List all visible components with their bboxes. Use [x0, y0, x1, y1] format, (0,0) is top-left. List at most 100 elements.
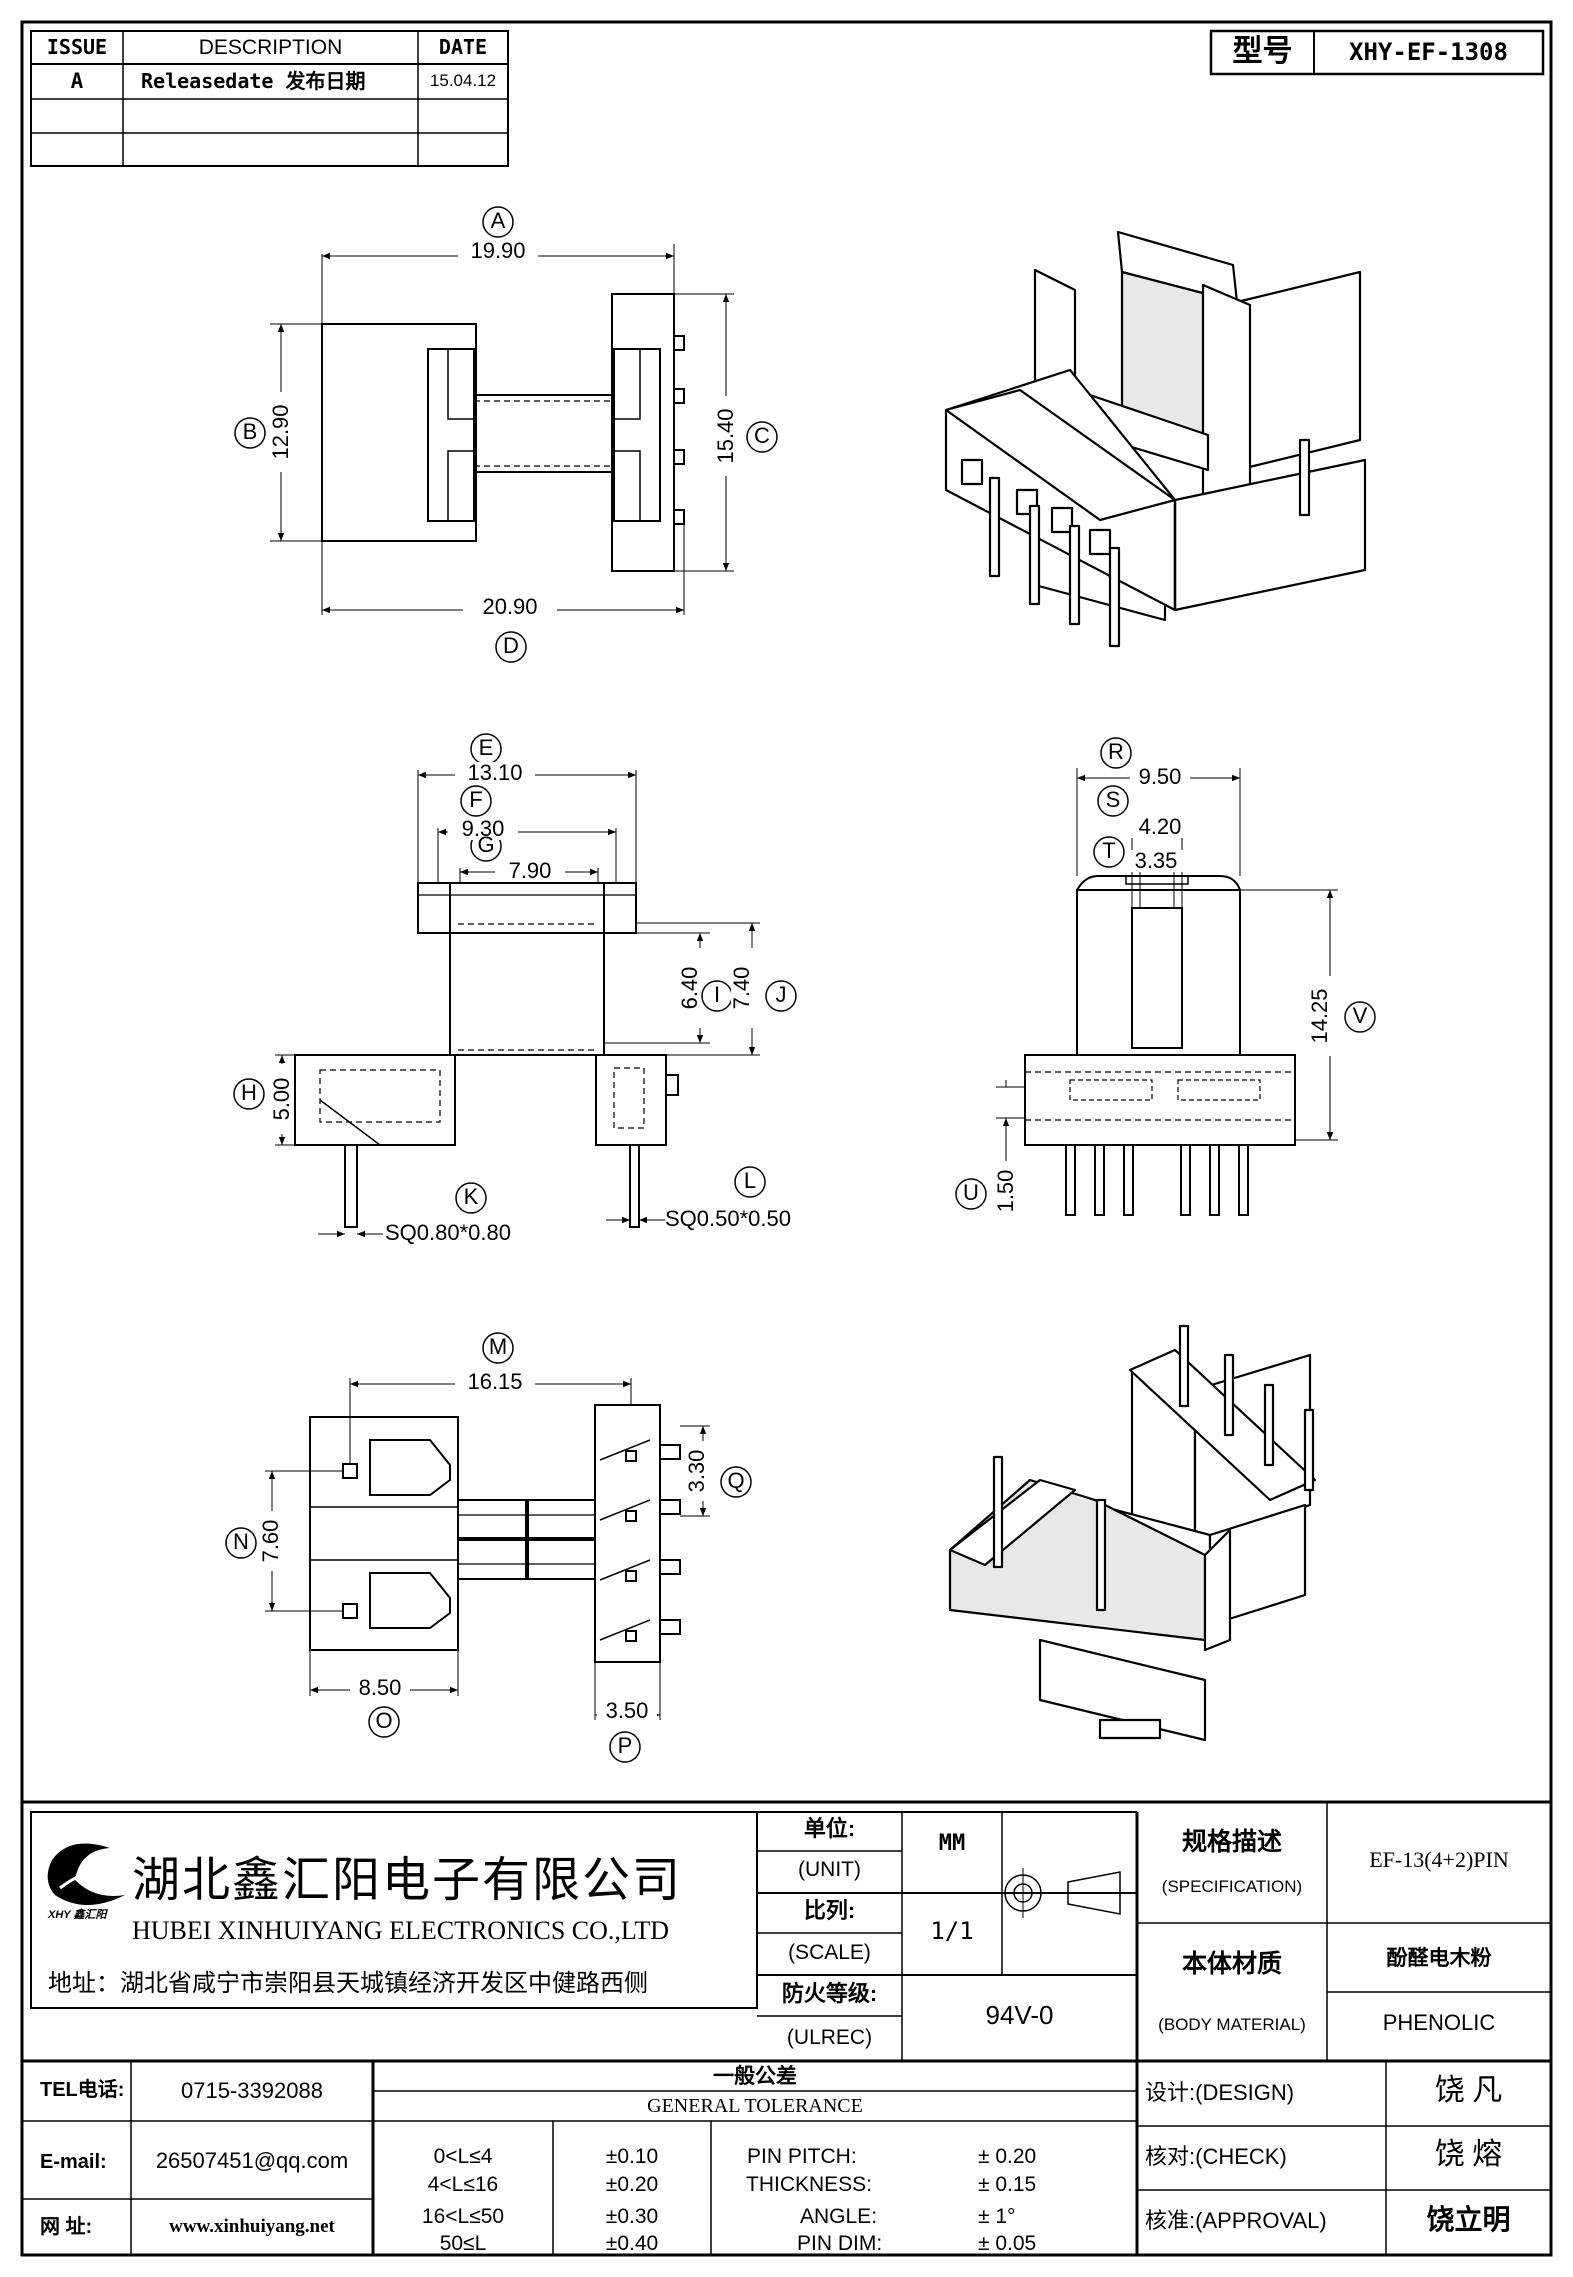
dim-v: 14.25	[1307, 976, 1332, 1056]
dim-p: 3.50	[597, 1700, 657, 1722]
material-label-en: (BODY MATERIAL)	[1158, 2015, 1306, 2034]
email-label: E-mail:	[40, 2151, 107, 2173]
callout-t: T	[1102, 838, 1116, 863]
dim-m: 16.15	[455, 1371, 535, 1393]
fire-value: 94V-0	[985, 2000, 1054, 2030]
isometric-view-bottom	[948, 1324, 1317, 1742]
tolerance-title-en: GENERAL TOLERANCE	[647, 2095, 863, 2117]
callout-s: S	[1105, 787, 1121, 812]
approval-label: 核准:(APPROVAL)	[1145, 2208, 1327, 2233]
callout-b: B	[242, 419, 258, 444]
dim-e: 13.10	[455, 762, 535, 784]
sheet-border	[20, 20, 1553, 2257]
dim-o: 8.50	[350, 1677, 410, 1699]
model-label: 型号	[1232, 35, 1293, 68]
tol-range-2: 4<L≤16	[427, 2173, 499, 2196]
revision-table-lines	[30, 30, 509, 167]
email-value: 26507451@qq.com	[155, 2148, 349, 2173]
callout-k: K	[463, 1184, 479, 1209]
dim-a: 19.90	[458, 240, 538, 262]
design-label: 设计:(DESIGN)	[1145, 2080, 1295, 2105]
rev-header-description: DESCRIPTION	[198, 36, 343, 59]
unit-value: MM	[938, 1831, 966, 1856]
dim-l: SQ0.50*0.50	[665, 1206, 791, 1231]
callout-q: Q	[727, 1468, 745, 1493]
spec-label-en: (SPECIFICATION)	[1161, 1877, 1303, 1896]
unit-label-en: (UNIT)	[798, 1858, 861, 1881]
approval-name: 饶立明	[1426, 2204, 1511, 2235]
unit-label-cn: 单位:	[803, 1816, 856, 1841]
front-view	[233, 733, 797, 1238]
callout-h: H	[241, 1080, 257, 1105]
bottom-view	[225, 1332, 752, 1763]
dim-b: 12.90	[268, 392, 293, 472]
check-label: 核对:(CHECK)	[1145, 2144, 1287, 2169]
callout-r: R	[1108, 739, 1124, 764]
dim-g: 7.90	[495, 860, 565, 882]
web-value: www.xinhuiyang.net	[169, 2216, 335, 2237]
check-name: 饶 熔	[1434, 2138, 1503, 2171]
dim-t: 3.35	[1126, 850, 1186, 872]
tolerance-title-cn: 一般公差	[713, 2065, 797, 2088]
callout-p: P	[617, 1733, 633, 1758]
tol-value-4: ±0.40	[605, 2232, 659, 2255]
tel-label: TEL电话:	[40, 2079, 125, 2101]
tel-value: 0715-3392088	[181, 2078, 323, 2103]
callout-u: U	[963, 1180, 979, 1205]
callout-d: D	[503, 633, 519, 658]
material-label-cn: 本体材质	[1181, 1950, 1282, 1978]
dim-r: 9.50	[1130, 766, 1190, 788]
tol-other-value-1: ± 0.20	[978, 2145, 1037, 2168]
dim-h: 5.00	[269, 1064, 294, 1134]
fire-label-cn: 防火等级:	[781, 1981, 878, 2006]
tol-value-2: ±0.20	[605, 2173, 659, 2196]
company-logo-text: XHY 鑫汇阳	[48, 1909, 107, 1921]
tol-other-label-1: PIN PITCH:	[747, 2145, 857, 2168]
company-address: 地址：湖北省咸宁市崇阳县天城镇经济开发区中健路西侧	[48, 1970, 648, 1997]
tol-value-3: ±0.30	[605, 2205, 659, 2228]
tol-value-1: ±0.10	[605, 2145, 659, 2168]
web-label: 网 址:	[40, 2216, 93, 2238]
dim-s: 4.20	[1130, 816, 1190, 838]
tol-other-value-3: ± 1°	[978, 2205, 1016, 2228]
callout-m: M	[488, 1334, 508, 1359]
rev-header-issue: ISSUE	[46, 35, 108, 59]
dim-n: 7.60	[258, 1511, 283, 1571]
callout-i: I	[713, 982, 721, 1007]
callout-f: F	[469, 787, 483, 812]
model-number: XHY-EF-1308	[1349, 38, 1508, 66]
callout-e: E	[478, 735, 494, 760]
tol-other-label-4: PIN DIM:	[797, 2232, 883, 2255]
tol-other-value-2: ± 0.15	[978, 2173, 1037, 2196]
material-value-cn: 酚醛电木粉	[1386, 1947, 1492, 1970]
rev-issue-a: A	[70, 69, 84, 93]
spec-value: EF-13(4+2)PIN	[1369, 1847, 1509, 1872]
scale-value: 1/1	[930, 1917, 974, 1945]
tol-other-label-2: THICKNESS:	[746, 2173, 873, 2196]
company-logo	[47, 1843, 125, 1905]
tol-range-4: 50≤L	[439, 2232, 487, 2255]
model-box-lines	[1209, 29, 1545, 76]
dim-i: 6.40	[677, 948, 702, 1028]
rev-date-a: 15.04.12	[429, 71, 497, 90]
dim-q: 3.30	[684, 1441, 709, 1501]
company-name-en: HUBEI XINHUIYANG ELECTRONICS CO.,LTD	[132, 1916, 670, 1945]
dim-d: 20.90	[463, 596, 557, 618]
dim-j: 7.40	[729, 948, 754, 1028]
callout-g: G	[477, 832, 495, 857]
dim-k: SQ0.80*0.80	[385, 1220, 511, 1245]
fire-label-en: (ULREC)	[786, 2026, 873, 2049]
tol-other-label-3: ANGLE:	[800, 2205, 878, 2228]
tol-range-1: 0<L≤4	[433, 2145, 493, 2168]
rev-description-a: Releasedate 发布日期	[141, 69, 366, 93]
isometric-view-top	[944, 230, 1367, 648]
dim-u: 1.50	[993, 1161, 1018, 1221]
dim-f: 9.30	[448, 818, 518, 840]
side-view	[955, 737, 1376, 1216]
scale-label-cn: 比列:	[803, 1898, 856, 1923]
design-name: 饶 凡	[1434, 2074, 1503, 2107]
title-block-lines	[22, 1800, 1551, 2255]
callout-l: L	[743, 1168, 757, 1193]
tol-other-value-4: ± 0.05	[978, 2232, 1037, 2255]
